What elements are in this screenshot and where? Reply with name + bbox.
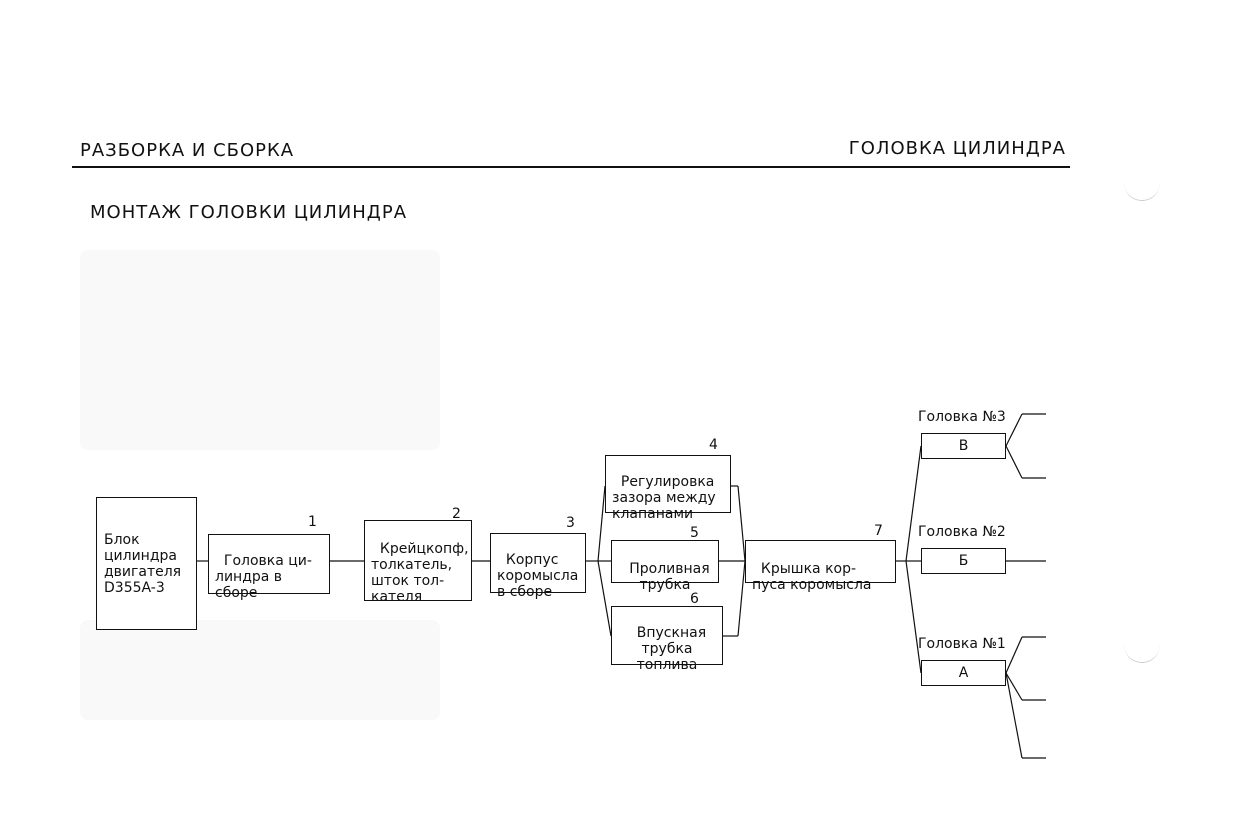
step-label-7: Крышка кор- пуса коромысла xyxy=(752,561,872,593)
output-code-head-1: А xyxy=(958,665,969,681)
step-box-7: Крышка кор- пуса коромысла xyxy=(745,540,896,593)
step-number-4: 4 xyxy=(709,437,718,453)
step-label-6: Впускная трубка топлива xyxy=(636,625,707,673)
step-box-5: Проливная трубка xyxy=(611,540,719,593)
output-box-head-2: Б xyxy=(921,548,1006,574)
page-header-left: РАЗБОРКА И СБОРКА xyxy=(80,140,295,161)
step-number-5: 5 xyxy=(690,525,699,541)
engine-block-label: Блок цилиндра двигателя D355A-3 xyxy=(104,531,182,596)
step-box-6: Впускная трубка топлива xyxy=(611,606,723,673)
binder-hole-top xyxy=(1124,180,1160,201)
output-box-head-3: В xyxy=(921,433,1006,459)
step-label-1: Головка ци- линдра в сборе xyxy=(215,553,312,601)
output-code-head-3: В xyxy=(958,438,969,454)
output-title-head-1: Головка №1 xyxy=(918,636,1006,652)
output-title-head-2: Головка №2 xyxy=(918,524,1006,540)
step-number-6: 6 xyxy=(690,591,699,607)
step-label-4: Регулировка зазора между клапанами xyxy=(612,474,716,522)
output-title-head-3: Головка №3 xyxy=(918,409,1006,425)
step-label-3: Корпус коромысла в сборе xyxy=(497,552,579,600)
output-code-head-2: Б xyxy=(958,553,969,569)
page-subtitle: МОНТАЖ ГОЛОВКИ ЦИЛИНДРА xyxy=(90,202,408,223)
output-box-head-1: А xyxy=(921,660,1006,686)
binder-hole-bottom xyxy=(1124,642,1160,663)
step-box-1: Головка ци- линдра в сборе xyxy=(208,534,330,601)
header-rule xyxy=(72,166,1070,168)
step-label-5: Проливная трубка xyxy=(629,561,710,593)
step-box-2: Крейцкопф, толкатель, шток тол- кателя xyxy=(364,520,472,605)
step-number-3: 3 xyxy=(566,515,575,531)
step-number-7: 7 xyxy=(874,523,883,539)
page-header-right: ГОЛОВКА ЦИЛИНДРА xyxy=(848,138,1066,159)
step-number-2: 2 xyxy=(452,506,461,522)
engine-block-box: Блок цилиндра двигателя D355A-3 xyxy=(96,497,197,630)
step-box-4: Регулировка зазора между клапанами xyxy=(605,455,731,522)
step-label-2: Крейцкопф, толкатель, шток тол- кателя xyxy=(371,541,469,605)
step-box-3: Корпус коромысла в сборе xyxy=(490,533,586,600)
step-number-1: 1 xyxy=(308,514,317,530)
